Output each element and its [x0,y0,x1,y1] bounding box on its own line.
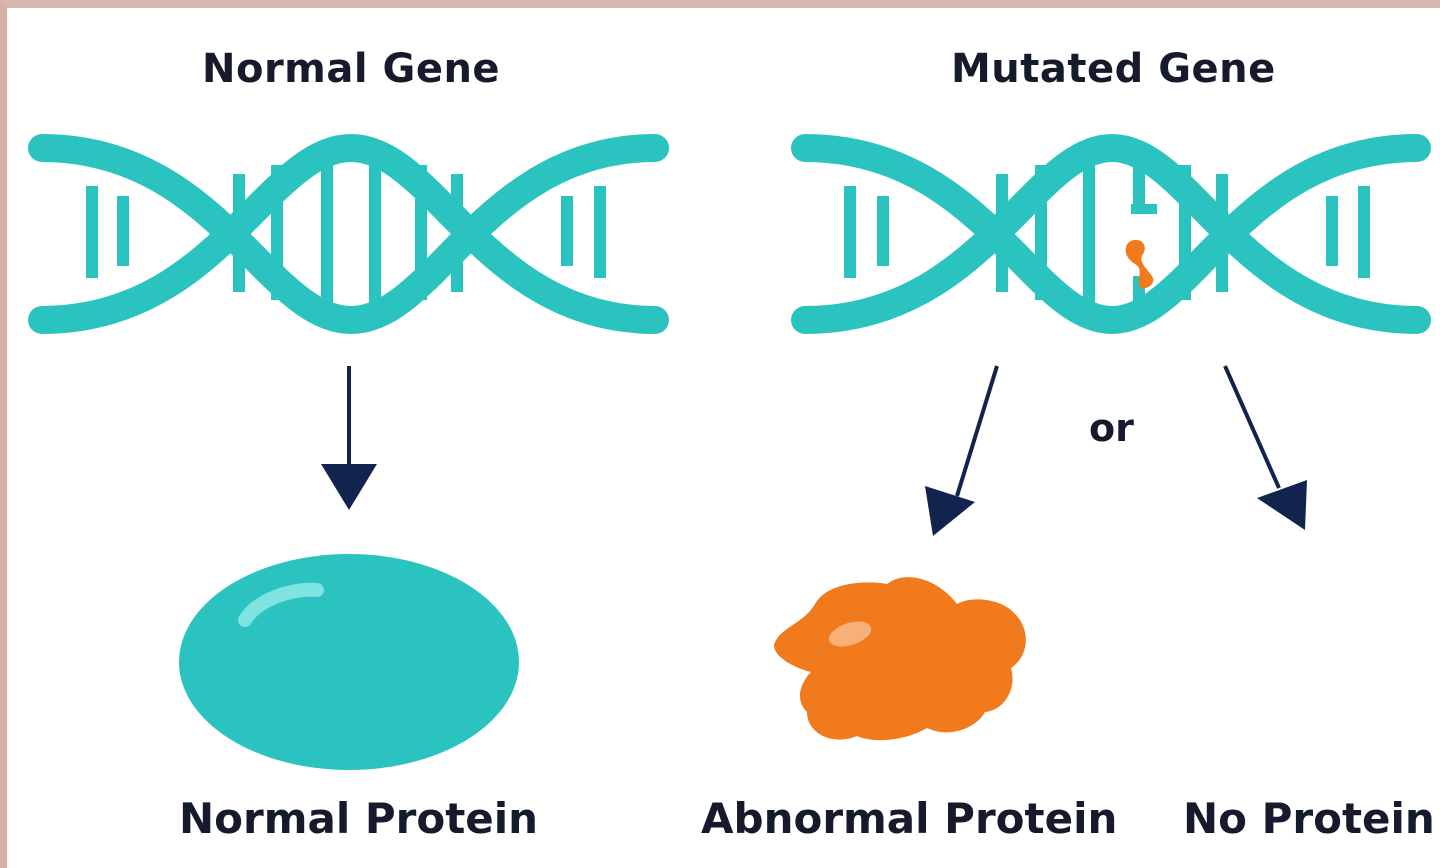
abnormal-protein-highlight [828,621,872,647]
arrow-mutated-to-none [1223,365,1307,530]
mutation-fragment [1125,239,1154,289]
normal-dna-helix [28,133,669,335]
normal-dna-strand-bottom [28,133,669,334]
mutated-dna-strand-bottom [791,133,1431,334]
mutated-dna-rungs [844,158,1370,306]
abnormal-protein-label: Abnormal Protein [701,794,1118,843]
arrow-mutated-to-abnormal [925,365,999,536]
normal-dna-strand-top [28,134,669,335]
normal-protein-shape [179,554,519,770]
mutated-dna-strand-top [791,134,1431,335]
gene-mutation-diagram [28,133,1431,770]
abnormal-protein-shape [774,577,1026,741]
or-label: or [1089,406,1134,450]
mutated-dna-helix [791,133,1431,335]
arrow-normal-to-protein [321,366,377,510]
broken-rung-stub [1131,204,1157,214]
normal-gene-heading: Normal Gene [202,46,501,92]
normal-protein-label: Normal Protein [179,794,539,843]
mutated-gene-heading: Mutated Gene [951,46,1276,92]
normal-protein-highlight [238,582,324,627]
no-protein-label: No Protein [1183,794,1435,843]
